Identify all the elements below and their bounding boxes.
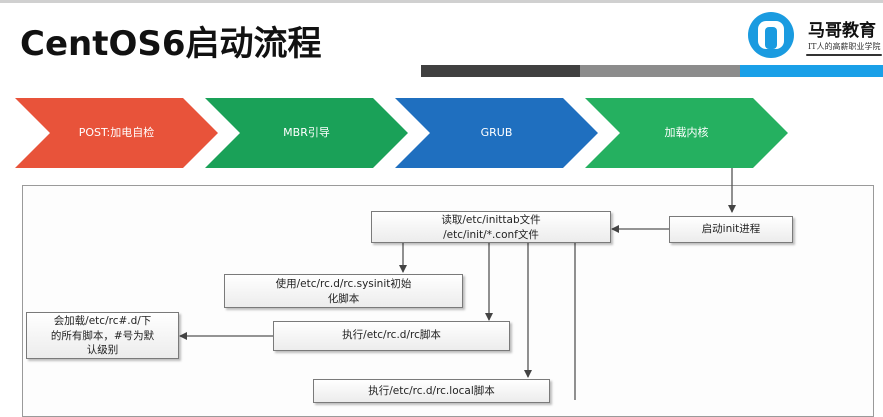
logo-underline	[806, 54, 882, 56]
top-border-line	[0, 0, 883, 3]
stage-mbr-shape	[205, 98, 408, 168]
box-exec-rclocal-text: 执行/etc/rc.d/rc.local脚本	[368, 385, 495, 397]
header-bar-gray	[580, 65, 740, 77]
box-load-line1: 会加载/etc/rc#.d/下	[53, 315, 152, 327]
flow-connectors	[179, 168, 736, 400]
box-read-line2: /etc/init/*.conf文件	[443, 229, 539, 241]
stage-grub-label: GRUB	[480, 126, 513, 139]
box-exec-rclocal: 执行/etc/rc.d/rc.local脚本	[313, 379, 550, 403]
stage-mbr-label: MBR引导	[283, 126, 330, 139]
box-sysinit-line2: 化脚本	[327, 293, 360, 305]
box-exec-rc-text: 执行/etc/rc.d/rc脚本	[342, 329, 441, 341]
box-start-init: 启动init进程	[669, 216, 793, 243]
stage-mbr: MBR引导	[205, 98, 408, 168]
logo-name: 马哥教育	[808, 21, 876, 41]
stage-grub: GRUB	[395, 98, 598, 168]
box-load-line2: 的所有脚本，#号为默	[50, 329, 155, 342]
box-load-line3: 认级别	[86, 344, 119, 356]
stage-kernel-shape	[585, 98, 788, 168]
stage-grub-shape	[395, 98, 598, 168]
box-read-inittab: 读取/etc/inittab文件 /etc/init/*.conf文件	[371, 211, 611, 243]
box-start-init-text: 启动init进程	[701, 223, 761, 235]
maige-logo-icon	[748, 12, 794, 58]
box-read-line1: 读取/etc/inittab文件	[441, 214, 541, 226]
stage-kernel: 加载内核	[585, 98, 788, 168]
page-title: CentOS6启动流程	[20, 24, 322, 64]
box-exec-rc: 执行/etc/rc.d/rc脚本	[273, 321, 510, 351]
header-bar-dark	[421, 65, 580, 77]
stage-kernel-label: 加载内核	[664, 126, 709, 139]
stage-post-label: POST:加电自检	[78, 126, 155, 139]
header-bar-blue	[740, 65, 883, 77]
stage-post: POST:加电自检	[15, 98, 218, 168]
brand-logo: 马哥教育 IT人的高薪职业学院	[748, 10, 883, 62]
stage-post-shape	[15, 98, 218, 168]
box-sysinit-line1: 使用/etc/rc.d/rc.sysinit初始	[275, 278, 412, 290]
box-sysinit: 使用/etc/rc.d/rc.sysinit初始 化脚本	[224, 274, 463, 308]
box-load-rc-scripts: 会加载/etc/rc#.d/下 的所有脚本，#号为默 认级别	[26, 312, 179, 359]
logo-slogan: IT人的高薪职业学院	[808, 42, 881, 51]
